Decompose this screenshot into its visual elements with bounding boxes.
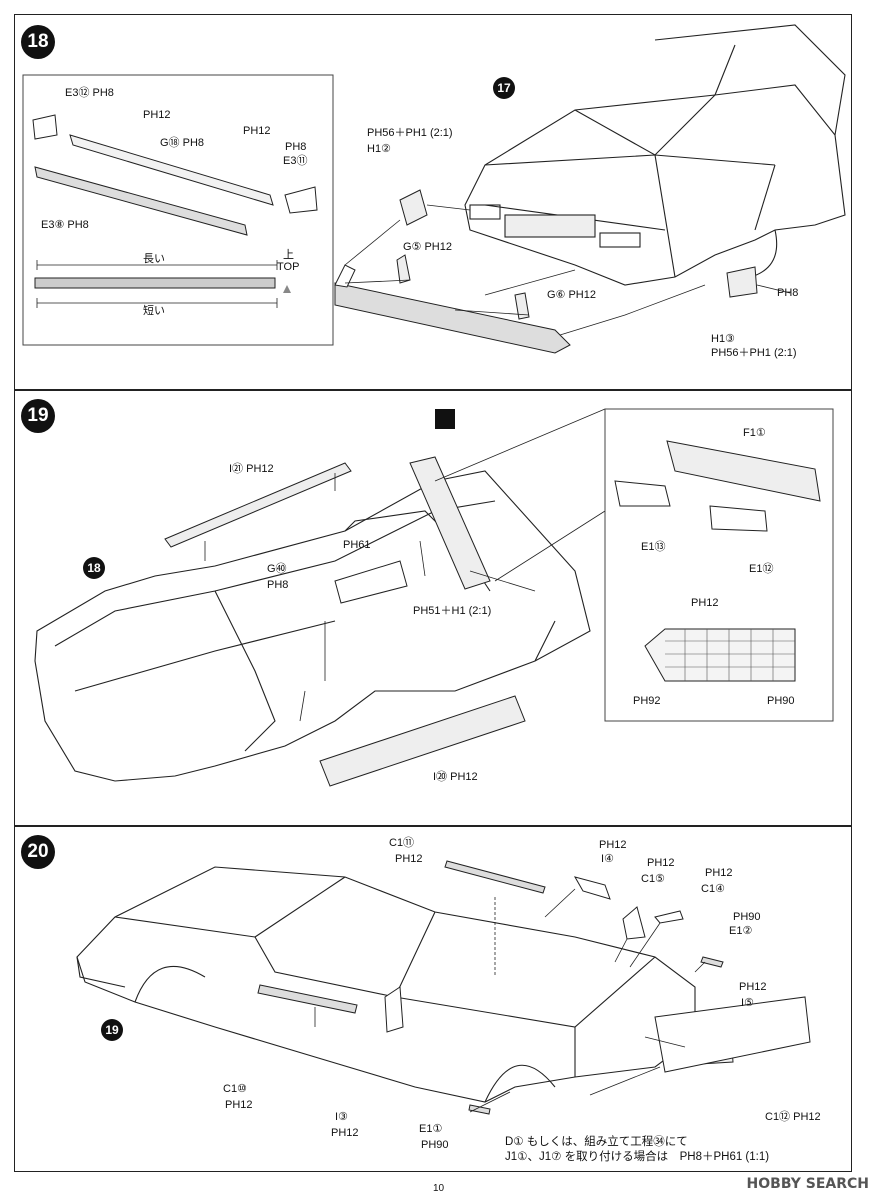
note-line-1: D① もしくは、組み立て工程㉞にて — [505, 1136, 688, 1148]
label-ph12-c14: PH12 — [705, 867, 733, 879]
watermark: HOBBY SEARCH — [746, 1176, 869, 1192]
label-ph8: PH8 — [285, 141, 307, 153]
label-ph56-ph1-b: PH56＋PH1 (2:1) — [711, 347, 797, 359]
label-h1-2: H1② — [367, 143, 391, 155]
label-e3-8: E3⑧ PH8 — [41, 219, 89, 231]
step-18-panel: 18 — [14, 14, 852, 390]
step-number: 18 — [21, 25, 55, 59]
label-ph56-ph1: PH56＋PH1 (2:1) — [367, 127, 453, 139]
label-c1-12: C1⑫ PH12 — [765, 1111, 821, 1123]
label-e3-12: E3⑫ PH8 — [65, 87, 114, 99]
ref-step-18: 18 — [83, 557, 105, 579]
label-e1-13: E1⑬ — [641, 541, 666, 553]
label-e1-1: E1① — [419, 1123, 443, 1135]
label-c1-5: C1⑤ — [641, 873, 665, 885]
note-line-2: J1①、J1⑦ を取り付ける場合は PH8＋PH61 (1:1) — [505, 1151, 770, 1163]
label-c1-11-ph: PH12 — [395, 853, 423, 865]
label-e1-12: E1⑫ — [749, 563, 774, 575]
label-c1-10-ph: PH12 — [225, 1099, 253, 1111]
label-e1-1-ph: PH90 — [421, 1139, 449, 1151]
label-c1-4: C1④ — [701, 883, 725, 895]
label-i4: I④ — [601, 853, 614, 865]
label-c1-10: C1⑩ — [223, 1083, 247, 1095]
label-i3-ph: PH12 — [331, 1127, 359, 1139]
label-f1: F1① — [743, 427, 766, 439]
label-h1-3: H1③ — [711, 333, 735, 345]
label-g5: G⑤ PH12 — [403, 241, 452, 253]
label-ph12-a: PH12 — [143, 109, 171, 121]
page-number: 10 — [432, 1183, 445, 1194]
step-18-illustration — [22, 24, 846, 354]
step-19-illustration — [34, 408, 834, 787]
label-long: 長い — [143, 253, 165, 265]
label-ph51: PH51＋H1 (2:1) — [413, 605, 492, 617]
ref-step-19: 19 — [101, 1019, 123, 1041]
label-ph12-i4: PH12 — [599, 839, 627, 851]
assembly-note: D① もしくは、組み立て工程㉞にて J1①、J1⑦ を取り付ける場合は PH8＋… — [505, 1135, 769, 1165]
step-19-panel: 19 — [14, 390, 852, 826]
label-ph92: PH92 — [633, 695, 661, 707]
step-20-panel: 20 — [14, 826, 852, 1172]
label-top-jp: 上 — [283, 249, 294, 261]
label-i3: I③ — [335, 1111, 348, 1123]
step-number: 20 — [21, 835, 55, 869]
label-g40-ph: PH8 — [267, 579, 289, 591]
step-20-illustration — [76, 860, 811, 1115]
label-i5: I⑤ — [741, 997, 754, 1009]
label-ph61: PH61 — [343, 539, 371, 551]
label-ph90: PH90 — [733, 911, 761, 923]
label-ph8-right: PH8 — [777, 287, 799, 299]
label-g18: G⑱ PH8 — [160, 137, 205, 149]
label-short: 短い — [143, 305, 165, 317]
label-ph12-c15: PH12 — [647, 857, 675, 869]
label-i20: I⑳ PH12 — [433, 771, 478, 783]
ref-step-17: 17 — [493, 77, 515, 99]
label-g6: G⑥ PH12 — [547, 289, 596, 301]
label-ph12: PH12 — [691, 597, 719, 609]
label-ph12-i5: PH12 — [739, 981, 767, 993]
step-number: 19 — [21, 399, 55, 433]
label-c1-11: C1⑪ — [389, 837, 415, 849]
label-g40: G㊵ — [267, 563, 287, 575]
label-i21: I㉑ PH12 — [229, 463, 274, 475]
label-e3-11: E3⑪ — [283, 155, 308, 167]
label-ph12-b: PH12 — [243, 125, 271, 137]
label-ph90: PH90 — [767, 695, 795, 707]
label-e1-2: E1② — [729, 925, 753, 937]
label-top-en: TOP — [277, 261, 300, 273]
